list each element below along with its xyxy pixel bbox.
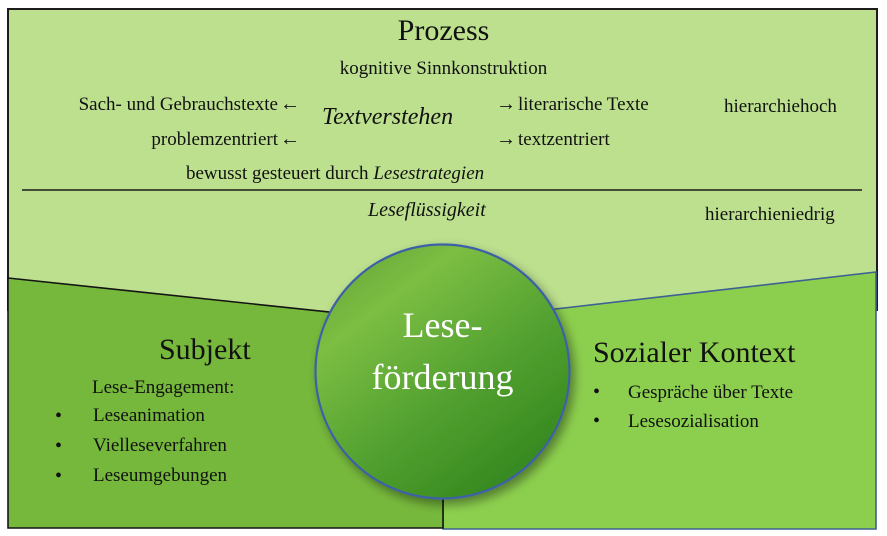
process-right-label-2: textzentriert <box>518 129 610 150</box>
list-item: • Leseanimation <box>55 401 227 431</box>
social-bullet-list: • Gespräche über Texte • Lesesozialisati… <box>593 378 793 436</box>
list-item: • Vielleseverfahren <box>55 431 227 461</box>
strategy-line: bewusst gesteuert durch Lesestrategien <box>186 163 484 185</box>
bullet-icon: • <box>593 381 601 403</box>
process-panel <box>8 9 877 311</box>
bullet-icon: • <box>55 404 63 427</box>
strategy-term: Lesestrategien <box>373 163 485 184</box>
center-circle-line2: förderung <box>371 357 514 397</box>
process-right-row-1: →literarische Texte <box>494 93 649 116</box>
arrow-left-icon: ← <box>280 128 300 150</box>
subject-item-label: Leseanimation <box>93 405 205 426</box>
note-hierarchieniedrig: hierarchieniedrig <box>705 204 835 225</box>
subject-panel-border <box>7 277 444 529</box>
center-circle-line1: Lese- <box>402 305 483 345</box>
arrow-left-icon: ← <box>280 93 300 115</box>
list-item: • Leseumgebungen <box>55 461 227 491</box>
social-item-label: Lesesozialisation <box>628 410 759 432</box>
subject-item-label: Leseumgebungen <box>93 465 228 486</box>
list-item: • Gespräche über Texte <box>593 378 793 407</box>
process-left-label-1: Sach- und Gebrauchstexte <box>78 94 278 115</box>
subject-subtitle: Lese-Engagement: <box>92 377 235 398</box>
note-hierarchiehoch: hierarchiehoch <box>724 96 837 117</box>
process-title: Prozess <box>397 14 490 47</box>
bullet-icon: • <box>55 434 63 457</box>
subject-item-label: Vielleseverfahren <box>93 435 227 456</box>
arrow-right-icon: → <box>496 128 516 150</box>
subject-title: Subjekt <box>159 333 251 366</box>
center-circle-label: Lese- förderung <box>312 299 573 403</box>
process-left-row-2: problemzentriert← <box>151 128 302 151</box>
bullet-icon: • <box>55 464 63 487</box>
subject-bullet-list: • Leseanimation • Vielleseverfahren • Le… <box>55 401 227 491</box>
arrow-right-icon: → <box>496 93 516 115</box>
process-center-term: Textverstehen <box>322 104 454 130</box>
process-left-label-2: problemzentriert <box>151 129 278 150</box>
social-title: Sozialer Kontext <box>593 336 796 369</box>
process-left-row-1: Sach- und Gebrauchstexte← <box>79 93 302 116</box>
fluency-term: Leseflüssigkeit <box>368 199 486 221</box>
process-subtitle: kognitive Sinnkonstruktion <box>339 58 548 79</box>
center-circle <box>314 243 571 500</box>
strategy-prefix: bewusst gesteuert durch <box>186 163 374 184</box>
social-item-label: Gespräche über Texte <box>628 381 794 403</box>
list-item: • Lesesozialisation <box>593 407 793 436</box>
process-panel-border <box>7 8 878 311</box>
bullet-icon: • <box>593 410 601 432</box>
process-right-label-1: literarische Texte <box>518 94 649 115</box>
process-right-row-2: →textzentriert <box>494 128 610 151</box>
